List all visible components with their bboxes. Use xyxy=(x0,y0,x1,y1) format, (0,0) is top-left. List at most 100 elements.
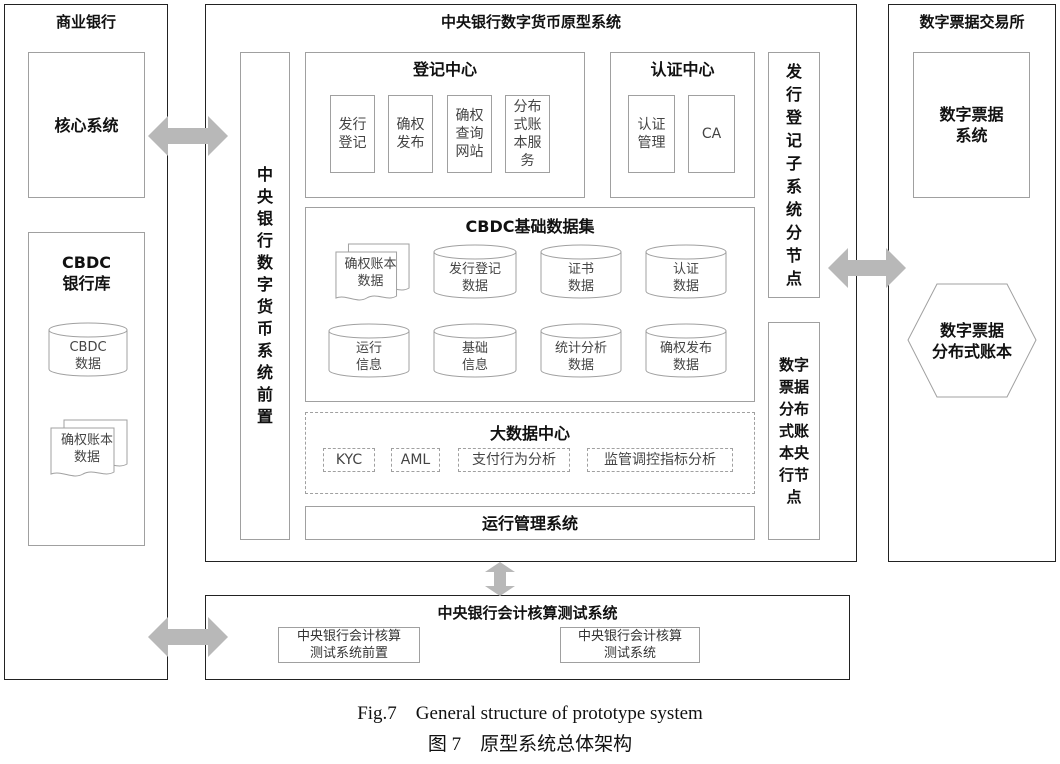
cylinder-label-line: 确权发布 xyxy=(659,341,712,356)
auth-center-box: 认证中心 认证管理 CA xyxy=(610,52,755,198)
registration-center-box: 登记中心 发行登记 确权发布 确权查询网站 分布式账本服务 xyxy=(305,52,585,198)
reg-item-ledger-service: 分布式账本服务 xyxy=(505,95,550,173)
dataset-item-label: 发行登记 数据 xyxy=(433,258,517,298)
accounting-system-box: 中央银行会计核算 测试系统 xyxy=(560,627,700,663)
cylinder-label-line: 发行登记 xyxy=(448,262,501,277)
document-label-line: 数据 xyxy=(73,450,100,465)
bill-ledger-node-label: 数字票据分布式账本央行节点 xyxy=(778,356,809,506)
bill-ledger-hexagon: 数字票据 分布式账本 xyxy=(907,283,1037,398)
auth-item-ca: CA xyxy=(688,95,735,173)
figure-caption-zh: 图 7 原型系统总体架构 xyxy=(427,734,633,755)
dataset-certificate-cylinder: 证书 数据 xyxy=(540,244,622,300)
cbdc-data-label: CBDC 数据 xyxy=(48,336,128,376)
double-arrow-icon xyxy=(148,617,228,657)
accounting-front-line: 中央银行会计核算 xyxy=(296,629,401,644)
bill-exchange-title: 数字票据交易所 xyxy=(919,13,1025,31)
dataset-item-label: 确权账本 数据 xyxy=(335,252,406,294)
big-data-item-kyc: KYC xyxy=(323,448,375,472)
cylinder-label-line: 数据 xyxy=(461,279,488,294)
accounting-front-box: 中央银行会计核算 测试系统前置 xyxy=(278,627,420,663)
accounting-test-panel: 中央银行会计核算测试系统 中央银行会计核算 测试系统前置 中央银行会计核算 测试… xyxy=(205,595,850,680)
reg-item-label: 分布式账本服务 xyxy=(513,99,542,169)
ledger-data-label: 确权账本 数据 xyxy=(50,428,124,470)
registration-subnode-label: 发行登记子系统分节点 xyxy=(785,62,802,288)
dataset-statistics-cylinder: 统计分析 数据 xyxy=(540,323,622,379)
database-cylinder-icon xyxy=(433,323,517,379)
cylinder-label-line: 信息 xyxy=(355,358,382,373)
document-label-line: 数据 xyxy=(357,274,384,289)
accounting-system-line: 中央银行会计核算 xyxy=(577,629,682,644)
cylinder-label-line: 数据 xyxy=(672,358,699,373)
ops-system-label: 运行管理系统 xyxy=(481,513,578,533)
hexagon-icon xyxy=(907,283,1037,398)
dataset-basic-cylinder: 基础 信息 xyxy=(433,323,517,379)
document-label-line: 确权账本 xyxy=(60,433,113,448)
dataset-item-label: 运行 信息 xyxy=(328,337,410,377)
cbdc-bank-library-title: CBDC 银行库 xyxy=(29,252,144,294)
cylinder-label-line: 运行 xyxy=(355,341,382,356)
ledger-data-document: 确权账本 数据 xyxy=(50,420,128,478)
auth-item-label: CA xyxy=(701,126,722,142)
double-arrow-icon xyxy=(828,248,906,288)
reg-item-issuance: 发行登记 xyxy=(330,95,375,173)
cylinder-label-line: 数据 xyxy=(567,279,594,294)
bill-ledger-line: 分布式账本 xyxy=(931,341,1012,361)
registration-center-title: 登记中心 xyxy=(412,60,477,79)
bill-system-line: 系统 xyxy=(955,126,988,145)
dataset-item-label: 确权发布 数据 xyxy=(645,337,727,377)
cbdc-bank-library-line: CBDC xyxy=(62,253,111,272)
bill-system-line: 数字票据 xyxy=(939,105,1004,124)
dataset-auth-cylinder: 认证 数据 xyxy=(645,244,727,300)
double-arrow-icon xyxy=(148,116,228,156)
bill-ledger-line: 数字票据 xyxy=(939,320,1004,340)
cbdc-data-cylinder: CBDC 数据 xyxy=(48,322,128,378)
dataset-item-label: 统计分析 数据 xyxy=(540,337,622,377)
auth-item-label: 认证管理 xyxy=(637,117,666,151)
cylinder-label-line: 基础 xyxy=(461,341,488,356)
core-system-box: 核心系统 xyxy=(28,52,145,198)
big-data-item-label: AML xyxy=(400,452,431,468)
commercial-bank-panel: 商业银行 核心系统 CBDC 银行库 CBDC 数据 确权账本 数据 xyxy=(4,4,168,680)
bill-ledger-node-box: 数字票据分布式账本央行节点 xyxy=(768,322,820,540)
cbdc-bank-library-line: 银行库 xyxy=(62,274,111,293)
reg-item-publish: 确权发布 xyxy=(388,95,433,173)
database-cylinder-icon xyxy=(328,323,410,379)
cbdc-dataset-title: CBDC基础数据集 xyxy=(465,217,595,236)
multi-document-icon xyxy=(50,420,128,478)
dataset-operation-cylinder: 运行 信息 xyxy=(328,323,410,379)
big-data-item-payment-analysis: 支付行为分析 xyxy=(458,448,570,472)
dataset-ledger-document: 确权账本 数据 xyxy=(335,244,410,302)
database-cylinder-icon xyxy=(48,322,128,378)
auth-center-title: 认证中心 xyxy=(650,60,715,79)
bill-system-box: 数字票据 系统 xyxy=(913,52,1030,198)
dataset-item-label: 证书 数据 xyxy=(540,258,622,298)
big-data-item-aml: AML xyxy=(391,448,440,472)
core-system-label: 核心系统 xyxy=(54,115,119,135)
auth-item-management: 认证管理 xyxy=(628,95,675,173)
front-system-label: 中央银行数字货币系统前置 xyxy=(256,165,273,426)
ops-system-box: 运行管理系统 xyxy=(305,506,755,540)
cylinder-label-line: CBDC xyxy=(69,340,107,355)
reg-item-label: 确权查询网站 xyxy=(455,108,484,160)
cbdc-dataset-box: CBDC基础数据集 确权账本 数据 发行登记 数据 xyxy=(305,207,755,402)
dataset-item-label: 基础 信息 xyxy=(433,337,517,377)
reg-item-label: 发行登记 xyxy=(338,117,367,151)
cylinder-label-line: 数据 xyxy=(74,357,101,372)
reg-item-query-site: 确权查询网站 xyxy=(447,95,492,173)
big-data-item-regulatory-index: 监管调控指标分析 xyxy=(587,448,733,472)
cylinder-label-line: 数据 xyxy=(672,279,699,294)
central-bank-title: 中央银行数字货币原型系统 xyxy=(440,13,621,31)
cylinder-label-line: 证书 xyxy=(567,262,594,277)
commercial-bank-title: 商业银行 xyxy=(55,13,116,31)
big-data-item-label: 支付行为分析 xyxy=(472,452,556,468)
dataset-publish-cylinder: 确权发布 数据 xyxy=(645,323,727,379)
dataset-issuance-cylinder: 发行登记 数据 xyxy=(433,244,517,300)
dataset-item-label: 认证 数据 xyxy=(645,258,727,298)
cylinder-label-line: 认证 xyxy=(672,262,699,277)
cylinder-label-line: 信息 xyxy=(461,358,488,373)
accounting-front-line: 测试系统前置 xyxy=(309,646,388,661)
database-cylinder-icon xyxy=(645,323,727,379)
document-label-line: 确权账本 xyxy=(344,257,397,272)
bill-ledger-label: 数字票据 分布式账本 xyxy=(907,283,1037,398)
big-data-item-label: 监管调控指标分析 xyxy=(604,452,716,468)
